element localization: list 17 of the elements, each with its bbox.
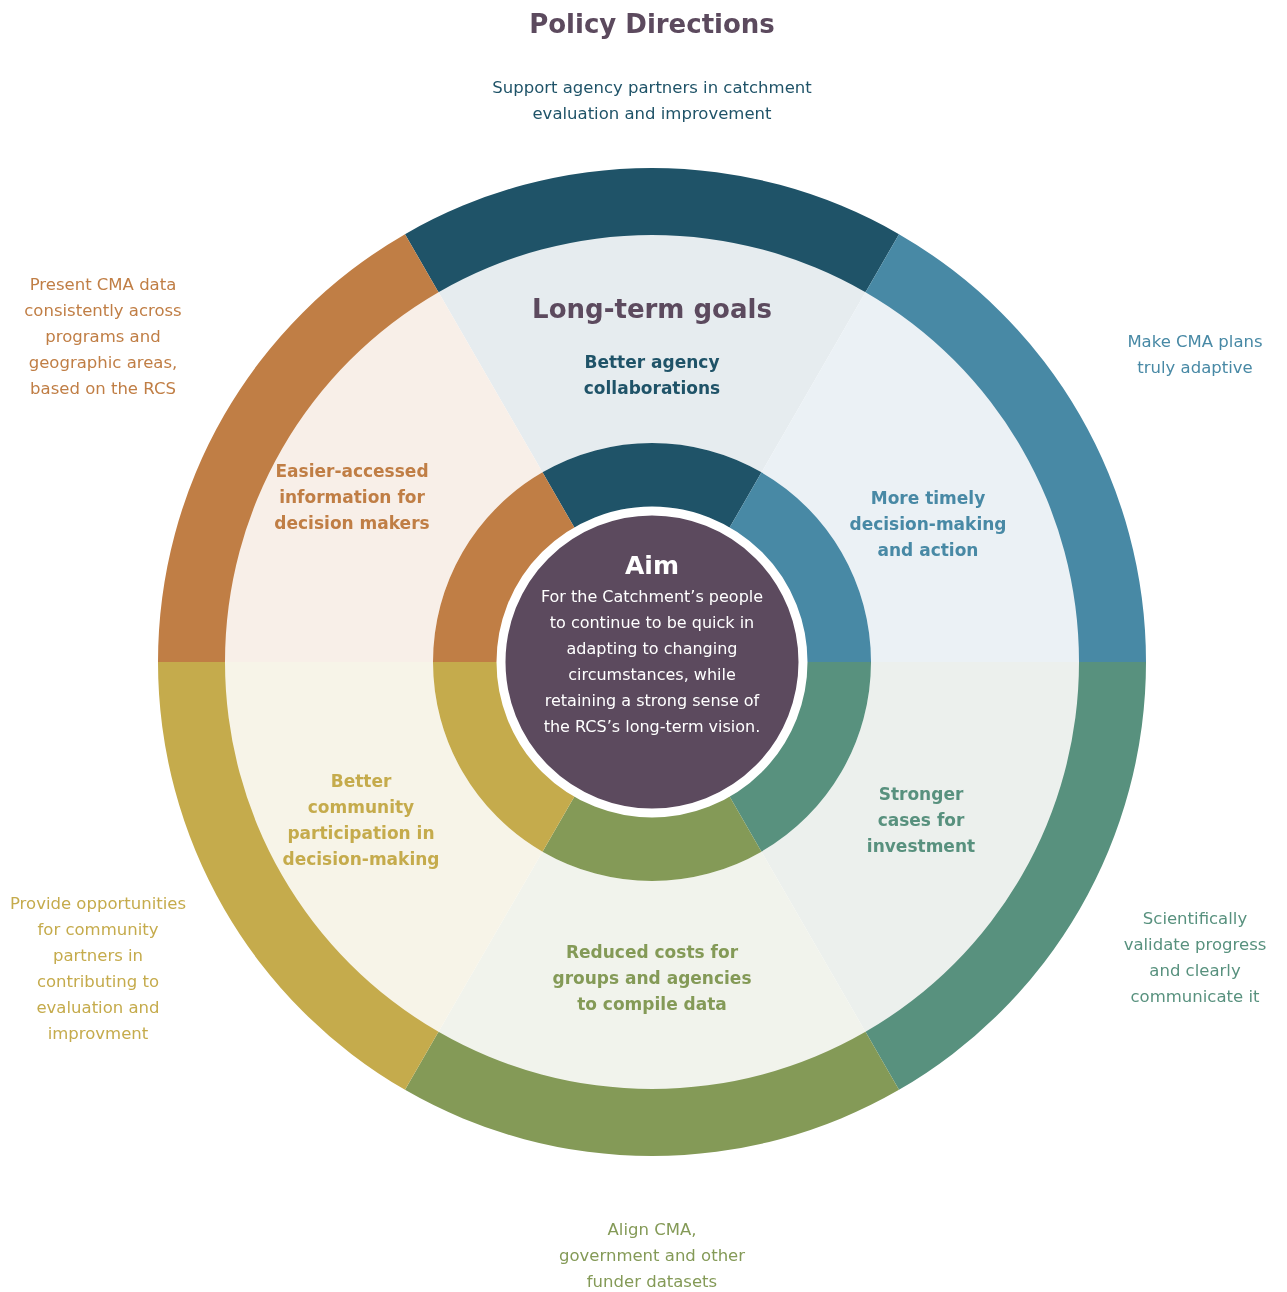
policy-direction-text: Present CMA data consistently across programs and geographic areas, based on the RCS — [23, 274, 183, 400]
policy-direction-text: Make CMA plans truly adaptive — [1126, 331, 1264, 379]
goal-text: More timely decision-making and action — [840, 485, 1016, 563]
aim-heading: Aim — [625, 550, 679, 582]
aim-description: For the Catchment’s people to continue to be quick in adapting to changing circumstances, while retaining a strong sense of the RCS’s long-term vision. — [539, 586, 765, 738]
policy-direction-text: Support agency partners in catchment evaluation and improvement — [491, 77, 813, 125]
aim-circle — [496, 506, 808, 818]
policy-direction-text: Provide opportunities for community partners in contributing to evaluation and improvment — [8, 893, 188, 1045]
policy-direction-text: Align CMA, government and other funder datasets — [557, 1219, 747, 1292]
section-heading: Long-term goals — [532, 294, 772, 324]
goal-text: Better community participation in decision-making — [278, 768, 444, 872]
diagram-title: Policy Directions — [529, 9, 775, 39]
goal-text: Better agency collaborations — [564, 349, 740, 401]
goal-text: Easier-accessed information for decision makers — [262, 458, 442, 536]
goal-text: Reduced costs for groups and agencies to compile data — [542, 939, 762, 1017]
goal-text: Stronger cases for investment — [856, 781, 986, 859]
policy-direction-text: Scientifically validate progress and clearly communicate it — [1122, 908, 1268, 1008]
